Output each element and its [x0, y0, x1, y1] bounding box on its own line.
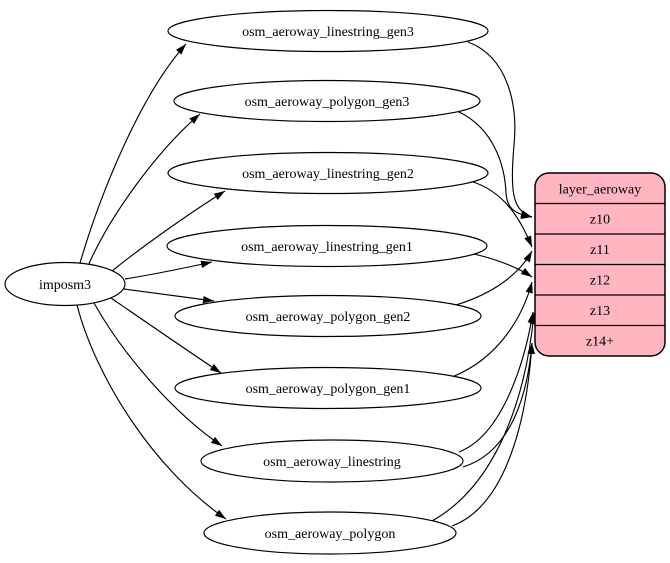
edge-imposm3-to-osm-aeroway-polygon-gen3 — [87, 113, 201, 267]
osm-aeroway-polygon-ellipse — [203, 511, 457, 555]
edge-group — [76, 41, 537, 527]
edge-osm-aeroway-linestring-gen1-to-z12 — [473, 253, 533, 278]
osm-aeroway-polygon-gen2-ellipse — [174, 294, 482, 338]
edge-osm-aeroway-polygon-to-z14 — [451, 342, 535, 527]
edge-osm-aeroway-polygon-to-z13 — [431, 312, 537, 522]
osm-aeroway-polygon-gen2-label: osm_aeroway_polygon_gen2 — [246, 310, 411, 325]
node-osm-aeroway-polygon: osm_aeroway_polygon — [203, 511, 457, 555]
edge-imposm3-to-osm-aeroway-linestring — [93, 302, 223, 447]
osm-aeroway-polygon-label: osm_aeroway_polygon — [265, 527, 396, 542]
node-osm-aeroway-linestring-gen1: osm_aeroway_linestring_gen1 — [166, 224, 488, 268]
edge-imposm3-to-osm-aeroway-polygon-gen1 — [110, 297, 222, 374]
osm-aeroway-linestring-gen3-ellipse — [167, 9, 489, 53]
osm-aeroway-linestring-gen1-ellipse — [166, 224, 488, 268]
node-osm-aeroway-polygon-gen2: osm_aeroway_polygon_gen2 — [174, 294, 482, 338]
osm-aeroway-linestring-gen3-label: osm_aeroway_linestring_gen3 — [242, 25, 414, 40]
node-osm-aeroway-linestring-gen3: osm_aeroway_linestring_gen3 — [167, 9, 489, 53]
node-osm-aeroway-linestring-gen2: osm_aeroway_linestring_gen2 — [167, 151, 489, 195]
node-osm-aeroway-polygon-gen1: osm_aeroway_polygon_gen1 — [174, 366, 482, 410]
osm-aeroway-linestring-gen1-label: osm_aeroway_linestring_gen1 — [241, 240, 413, 255]
imposm3-label: imposm3 — [39, 278, 91, 293]
osm-aeroway-polygon-gen1-label: osm_aeroway_polygon_gen1 — [246, 382, 411, 397]
osm-aeroway-linestring-gen2-label: osm_aeroway_linestring_gen2 — [242, 167, 414, 182]
layer-aeroway-row-z11: z11 — [590, 243, 610, 258]
edge-osm-aeroway-polygon-gen3-to-z10 — [456, 110, 533, 219]
node-osm-aeroway-linestring: osm_aeroway_linestring — [200, 439, 464, 483]
node-layer-aeroway: layer_aeroway z10 z11 z12 z13 z14+ — [534, 172, 666, 357]
node-osm-aeroway-polygon-gen3: osm_aeroway_polygon_gen3 — [173, 79, 481, 123]
osm-aeroway-linestring-ellipse — [200, 439, 464, 483]
edge-osm-aeroway-linestring-to-z14 — [462, 342, 535, 468]
node-group: imposm3 osm_aeroway_linestring_gen3 osm_… — [4, 9, 666, 555]
osm-aeroway-polygon-gen3-label: osm_aeroway_polygon_gen3 — [245, 95, 410, 110]
layer-aeroway-row-z10: z10 — [590, 213, 610, 228]
edge-osm-aeroway-polygon-gen1-to-z12 — [451, 281, 533, 378]
edge-imposm3-to-osm-aeroway-polygon-gen2 — [123, 288, 215, 304]
edge-imposm3-to-osm-aeroway-linestring-gen2 — [111, 190, 226, 272]
edge-osm-aeroway-linestring-gen2-to-z11 — [469, 180, 533, 248]
imposm3-ellipse — [4, 261, 126, 307]
edge-imposm3-to-osm-aeroway-linestring-gen3 — [79, 43, 187, 264]
osm-aeroway-polygon-gen3-ellipse — [173, 79, 481, 123]
edge-osm-aeroway-polygon-gen2-to-z11 — [455, 250, 533, 306]
layer-aeroway-title: layer_aeroway — [559, 183, 641, 198]
osm-aeroway-linestring-label: osm_aeroway_linestring — [263, 455, 401, 470]
edge-osm-aeroway-linestring-gen3-to-z10 — [467, 41, 533, 218]
osm-aeroway-linestring-gen2-ellipse — [167, 151, 489, 195]
layer-aeroway-row-z12: z12 — [590, 274, 610, 289]
edge-osm-aeroway-linestring-to-z13 — [458, 311, 535, 453]
layer-aeroway-row-z13: z13 — [590, 304, 610, 319]
edge-imposm3-to-osm-aeroway-linestring-gen1 — [124, 260, 213, 280]
layer-aeroway-row-z14: z14+ — [586, 335, 614, 350]
node-imposm3: imposm3 — [4, 261, 126, 307]
edge-imposm3-to-osm-aeroway-polygon — [76, 304, 227, 520]
osm-aeroway-polygon-gen1-ellipse — [174, 366, 482, 410]
